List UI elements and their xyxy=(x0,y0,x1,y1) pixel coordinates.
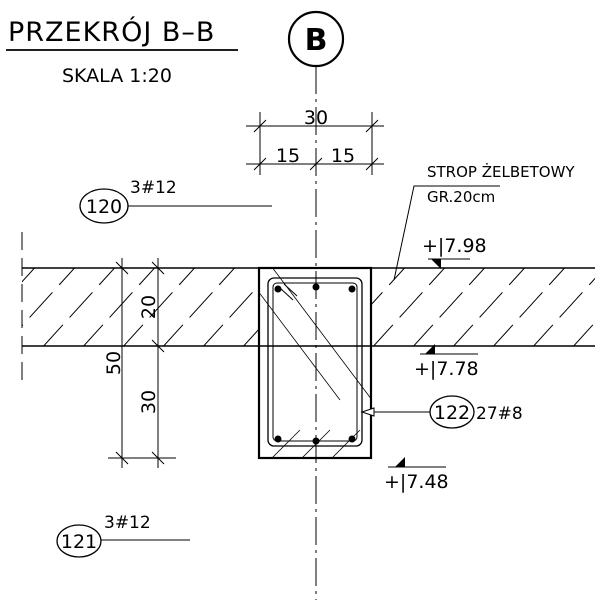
section-marker-letter: B xyxy=(305,23,328,58)
slab-label: STROP ŻELBETOWY GR.20cm xyxy=(393,162,575,281)
dim-left-lower: 30 xyxy=(138,390,160,414)
slab-hatch-left xyxy=(22,268,259,346)
callout-122-id: 122 xyxy=(434,402,470,424)
level-slab-bottom: +|7.78 xyxy=(414,344,479,380)
level-beam-bottom: +|7.48 xyxy=(384,457,449,493)
stirrup-outer xyxy=(267,277,363,447)
callout-120-spec: 3#12 xyxy=(130,178,177,198)
rebar-bottom-center xyxy=(312,437,320,445)
callout-122-bubble xyxy=(429,395,475,429)
slab-label-line2: GR.20cm xyxy=(427,188,495,206)
callout-122: 122 27#8 xyxy=(360,395,523,429)
scale-label: SKALA 1:20 xyxy=(62,65,172,87)
dim-left-total: 50 xyxy=(103,351,125,375)
level-slab-bottom-value: +|7.78 xyxy=(414,358,479,380)
slab xyxy=(21,232,595,382)
callout-120-id: 120 xyxy=(86,196,122,218)
callout-121-id: 121 xyxy=(61,531,97,553)
beam-hatch xyxy=(259,268,371,458)
rebar-top-right xyxy=(348,285,356,293)
callout-121: 121 3#12 xyxy=(56,513,190,558)
level-top-value: +|7.98 xyxy=(422,235,487,257)
callout-121-spec: 3#12 xyxy=(104,513,151,533)
rebar-bottom-right xyxy=(348,435,356,443)
stirrup-hook xyxy=(279,283,298,301)
stirrup-inner xyxy=(272,282,358,442)
title-block: PRZEKRÓJ B–B SKALA 1:20 xyxy=(6,16,238,87)
dim-top-left: 15 xyxy=(276,145,300,167)
slab-hatch-right xyxy=(371,268,595,346)
rebar-top-left xyxy=(274,285,282,293)
dim-left-upper: 20 xyxy=(138,295,160,319)
rebar-bottom-left xyxy=(274,435,282,443)
rebar-top-center xyxy=(312,283,320,291)
callout-120: 120 3#12 xyxy=(79,178,272,224)
dim-top-right: 15 xyxy=(331,145,355,167)
level-beam-bottom-value: +|7.48 xyxy=(384,471,449,493)
drawing-title: PRZEKRÓJ B–B xyxy=(8,16,215,48)
slab-label-line1: STROP ŻELBETOWY xyxy=(427,162,575,181)
callout-120-bubble xyxy=(79,188,129,224)
section-marker: B xyxy=(287,10,345,68)
beam xyxy=(257,266,373,460)
dim-top-total: 30 xyxy=(304,107,328,129)
left-dimensions xyxy=(108,258,176,468)
beam-outline xyxy=(257,266,373,460)
callout-121-bubble xyxy=(56,524,102,558)
level-top: +|7.98 xyxy=(422,235,487,269)
callout-122-spec: 27#8 xyxy=(476,404,523,424)
top-dimensions xyxy=(246,112,384,175)
